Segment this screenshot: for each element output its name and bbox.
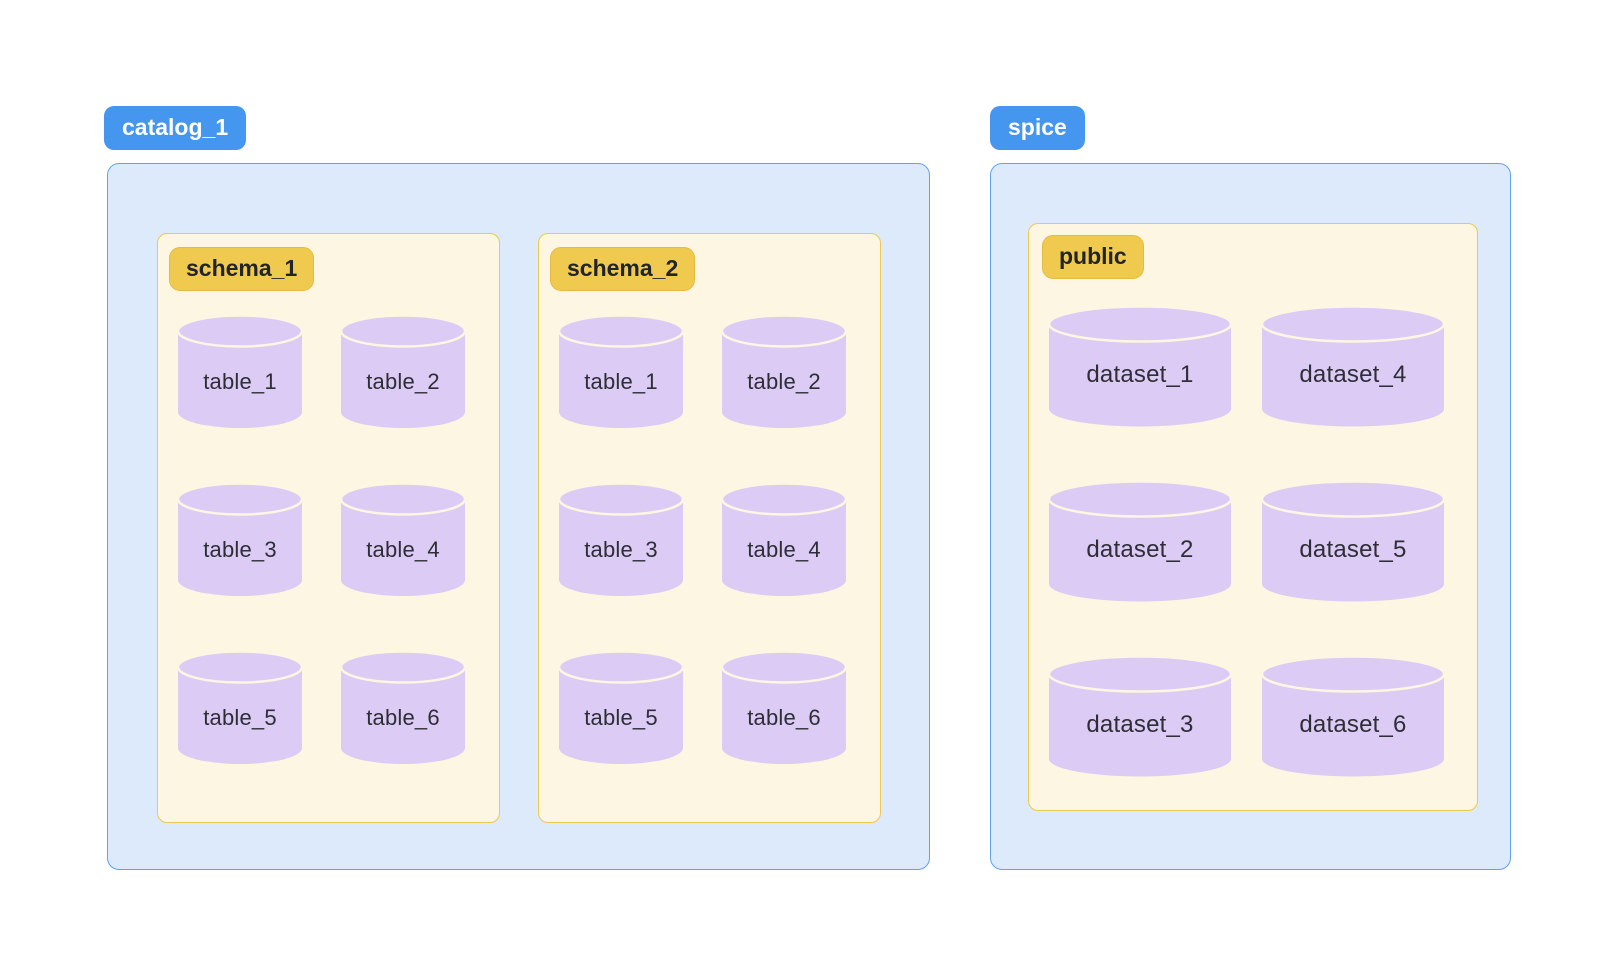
dataset-name: dataset_5 [1299,535,1407,563]
table-name: table_3 [584,536,658,562]
dataset-name: dataset_3 [1086,710,1194,738]
database-cylinder-icon [558,483,684,596]
database-cylinder-icon [1261,306,1445,427]
table-name: table_3 [203,536,277,562]
table-node: table_6 [340,651,466,766]
dataset-node: dataset_2 [1048,481,1232,604]
dataset-node: dataset_3 [1048,656,1232,779]
database-cylinder-icon [721,483,847,596]
table-name: table_6 [747,704,821,730]
database-cylinder-icon [340,651,466,764]
table-node: table_4 [721,483,847,598]
database-cylinder-icon [721,315,847,428]
dataset-name: dataset_4 [1299,360,1407,388]
table-node: table_3 [558,483,684,598]
table-node: table_2 [721,315,847,430]
table-node: table_1 [558,315,684,430]
database-cylinder-icon [340,315,466,428]
database-cylinder-icon [1261,481,1445,602]
table-name: table_4 [747,536,821,562]
database-cylinder-icon [558,315,684,428]
spice-group-container: public dataset_1 dataset_4 dataset_2 dat… [990,163,1511,870]
database-cylinder-icon [558,651,684,764]
dataset-node: dataset_6 [1261,656,1445,779]
schema-1-table-grid: table_1 table_2 table_3 table_4 table_5 [177,315,480,766]
dataset-name: dataset_6 [1299,710,1407,738]
schema-box-public: public dataset_1 dataset_4 dataset_2 dat… [1028,223,1478,811]
table-node: table_1 [177,315,303,430]
database-cylinder-icon [340,483,466,596]
table-name: table_1 [203,368,277,394]
catalog-group-label: catalog_1 [104,106,247,150]
schema-2-label: schema_2 [550,247,696,291]
database-cylinder-icon [1261,656,1445,777]
table-node: table_3 [177,483,303,598]
database-cylinder-icon [1048,306,1232,427]
table-name: table_1 [584,368,658,394]
table-node: table_2 [340,315,466,430]
table-node: table_5 [558,651,684,766]
database-cylinder-icon [177,483,303,596]
database-cylinder-icon [1048,481,1232,602]
schema-1-label: schema_1 [169,247,315,291]
database-cylinder-icon [1048,656,1232,777]
public-dataset-grid: dataset_1 dataset_4 dataset_2 dataset_5 … [1048,306,1458,779]
schema-box-schema-1: schema_1 table_1 table_2 table_3 table_4 [157,233,500,823]
dataset-node: dataset_1 [1048,306,1232,429]
table-node: table_6 [721,651,847,766]
database-cylinder-icon [177,315,303,428]
schema-box-schema-2: schema_2 table_1 table_2 table_3 table_4 [538,233,881,823]
table-name: table_5 [203,704,277,730]
catalog-group-container: schema_1 table_1 table_2 table_3 table_4 [107,163,930,870]
table-name: table_4 [366,536,440,562]
table-node: table_4 [340,483,466,598]
database-cylinder-icon [177,651,303,764]
table-name: table_6 [366,704,440,730]
table-name: table_2 [747,368,821,394]
dataset-name: dataset_2 [1086,535,1194,563]
table-name: table_2 [366,368,440,394]
table-node: table_5 [177,651,303,766]
public-label: public [1042,235,1144,279]
schema-2-table-grid: table_1 table_2 table_3 table_4 table_5 [558,315,861,766]
dataset-name: dataset_1 [1086,360,1194,388]
table-name: table_5 [584,704,658,730]
dataset-node: dataset_5 [1261,481,1445,604]
spice-group-label: spice [990,106,1085,150]
database-cylinder-icon [721,651,847,764]
dataset-node: dataset_4 [1261,306,1445,429]
